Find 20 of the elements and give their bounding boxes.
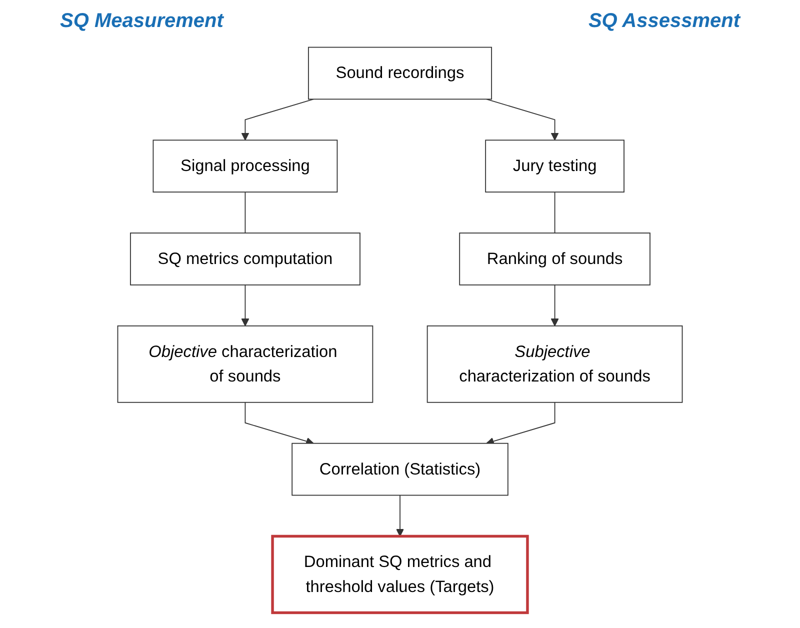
arrow (550, 284, 559, 326)
node-box: Signal processing (152, 140, 338, 193)
node-box: SQ metrics computation (130, 232, 360, 286)
arrow (241, 98, 314, 141)
node-box: Ranking of sounds (459, 232, 650, 286)
arrow (486, 402, 556, 446)
connector (244, 192, 246, 234)
arrow (241, 284, 250, 326)
arrow (486, 98, 559, 141)
node-box: Correlation (Statistics) (292, 442, 508, 496)
node-box: Jury testing (485, 140, 624, 193)
node-box: Sound recordings (308, 46, 492, 100)
connector (554, 192, 556, 234)
node-box: Subjective characterization of sounds (426, 325, 683, 403)
node-box: Dominant SQ metrics and threshold values (Targets) (271, 534, 529, 614)
column-heading: SQ Measurement (60, 10, 224, 34)
arrow (396, 494, 404, 537)
arrow (244, 402, 314, 446)
node-box: Objective characterization of sounds (117, 325, 374, 403)
column-heading: SQ Assessment (588, 10, 740, 34)
